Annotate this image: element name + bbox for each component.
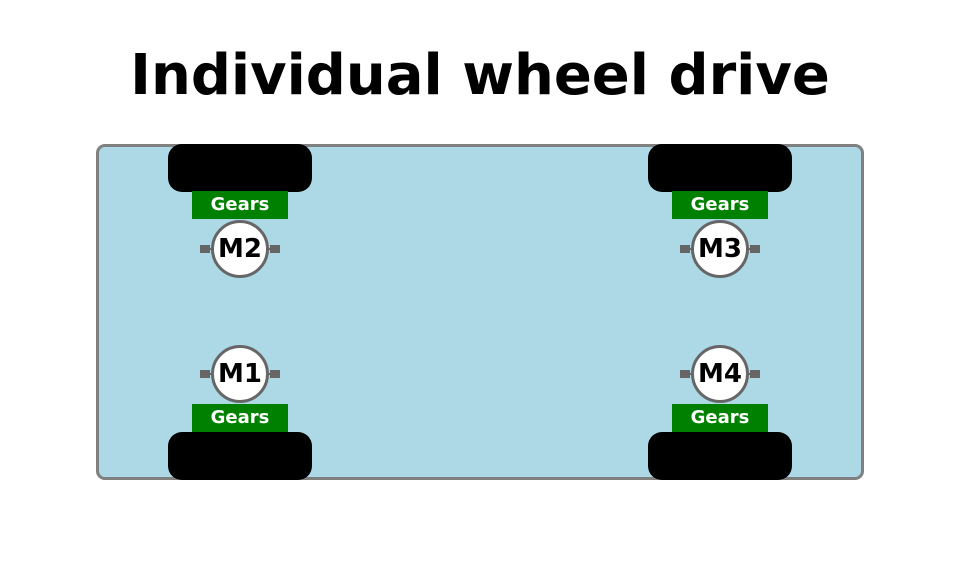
wheel-front-left <box>168 144 312 192</box>
gears-front-right: Gears <box>672 191 768 219</box>
motor-shaft-end-right <box>750 370 760 378</box>
motor-m4: M4 <box>680 344 760 404</box>
wheel-rear-left <box>168 432 312 480</box>
motor-shaft-end-left <box>200 370 210 378</box>
motor-shaft-end-right <box>270 370 280 378</box>
motor-m3: M3 <box>680 219 760 279</box>
motor-label: M2 <box>211 220 269 278</box>
motor-label: M1 <box>211 345 269 403</box>
motor-shaft-end-right <box>270 245 280 253</box>
gears-front-left: Gears <box>192 191 288 219</box>
motor-label: M4 <box>691 345 749 403</box>
motor-shaft-end-left <box>200 245 210 253</box>
motor-m2: M2 <box>200 219 280 279</box>
motor-m1: M1 <box>200 344 280 404</box>
wheel-rear-right <box>648 432 792 480</box>
diagram-title: Individual wheel drive <box>130 43 830 108</box>
motor-shaft-end-left <box>680 370 690 378</box>
motor-shaft-end-right <box>750 245 760 253</box>
motor-label: M3 <box>691 220 749 278</box>
gears-rear-right: Gears <box>672 404 768 432</box>
gears-rear-left: Gears <box>192 404 288 432</box>
motor-shaft-end-left <box>680 245 690 253</box>
wheel-front-right <box>648 144 792 192</box>
